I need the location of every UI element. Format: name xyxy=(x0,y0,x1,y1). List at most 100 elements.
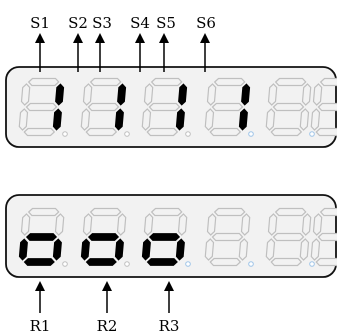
bottom-digit-6-segment-d xyxy=(315,257,337,267)
top-digit-1-segment-c xyxy=(52,108,62,131)
bottom-digit-3-segment-g xyxy=(148,233,181,241)
top-digit-1-decimal-point xyxy=(62,131,68,137)
bottom-digit-4-segment-b xyxy=(240,213,251,236)
bottom-digit-5-segment-f xyxy=(267,213,278,236)
bottom-digit-1-segment-a xyxy=(27,207,60,217)
top-digit-3-segment-f xyxy=(143,83,154,106)
bottom-display-arrows xyxy=(35,281,174,313)
top-digit-4-decimal-point xyxy=(248,131,254,137)
bottom-digit-6-segment-g xyxy=(317,232,337,242)
top-digit-4-segment-d xyxy=(209,127,242,137)
top-digit-1-segment-b xyxy=(55,83,65,106)
bottom-digit-2-segment-g xyxy=(87,233,120,241)
bottom-digit-4-segment-g xyxy=(211,232,244,242)
bottom-digit-1-segment-f xyxy=(20,213,31,236)
top-digit-2-segment-a xyxy=(89,77,122,87)
bottom-digit-4-segment-e xyxy=(204,238,215,261)
top-display-arrows xyxy=(35,33,210,72)
bottom-digit-3-segment-a xyxy=(150,207,183,217)
top-digit-2-segment-f xyxy=(82,83,93,106)
top-digit-5-segment-d xyxy=(270,127,303,137)
top-digit-1-segment-e xyxy=(18,108,29,131)
bottom-digit-3-segment-f xyxy=(143,213,154,236)
top-digit-4-segment-g xyxy=(211,102,244,112)
bottom-digit-6-segment-a xyxy=(319,207,337,217)
bottom-digit-3 xyxy=(141,207,191,267)
bottom-digit-4-segment-f xyxy=(206,213,217,236)
bottom-digit-6-segment-f xyxy=(312,213,323,236)
bottom-digit-4 xyxy=(204,207,254,267)
top-digit-5 xyxy=(265,77,315,137)
top-digit-2-segment-e xyxy=(80,108,91,131)
bottom-digit-2-segment-d xyxy=(85,258,117,266)
bottom-digit-5 xyxy=(265,207,315,267)
bottom-digit-1-segment-c xyxy=(52,238,62,261)
label-s6: S6 xyxy=(196,14,216,32)
top-digit-3-segment-b xyxy=(178,83,188,106)
top-digit-2-segment-d xyxy=(85,127,118,137)
bottom-digit-1-segment-d xyxy=(23,258,55,266)
top-digit-3-segment-d xyxy=(146,127,179,137)
bottom-digit-1-segment-g xyxy=(25,233,58,241)
bottom-digit-1-segment-e xyxy=(18,238,28,261)
bottom-display: R1 R2 R3 xyxy=(5,194,337,335)
top-digit-3 xyxy=(141,77,191,137)
top-digit-3-decimal-point xyxy=(185,131,191,137)
top-digit-6-segment-d xyxy=(315,127,337,137)
label-r1: R1 xyxy=(30,317,51,335)
top-digit-5-segment-e xyxy=(265,108,276,131)
bottom-digit-5-segment-a xyxy=(274,207,307,217)
top-digit-1-segment-g xyxy=(25,102,58,112)
bottom-digit-2-segment-c xyxy=(114,238,124,261)
bottom-digit-1 xyxy=(18,207,68,267)
bottom-digit-3-segment-c xyxy=(175,238,185,261)
top-digit-1-segment-f xyxy=(20,83,31,106)
bottom-digit-2-segment-a xyxy=(89,207,122,217)
bottom-digit-1-segment-b xyxy=(54,213,65,236)
label-s5: S5 xyxy=(156,14,176,32)
top-digit-3-segment-a xyxy=(150,77,183,87)
top-display-digits xyxy=(18,77,337,137)
top-display-labels: S1 S2 S3 S4 S5 S6 xyxy=(30,14,216,32)
top-digit-4-segment-c xyxy=(238,108,248,131)
label-s2: S2 xyxy=(68,14,88,32)
bottom-digit-5-segment-c xyxy=(299,238,310,261)
bottom-digit-5-decimal-point xyxy=(309,261,315,267)
bottom-digit-5-segment-g xyxy=(272,232,305,242)
bottom-digit-3-segment-e xyxy=(141,238,151,261)
bottom-digit-4-segment-a xyxy=(213,207,246,217)
top-digit-1-segment-a xyxy=(27,77,60,87)
top-digit-6-segment-e xyxy=(310,108,321,131)
top-digit-5-segment-a xyxy=(274,77,307,87)
bottom-digit-4-segment-d xyxy=(209,257,242,267)
bottom-digit-2 xyxy=(80,207,130,267)
top-digit-6-segment-f xyxy=(312,83,323,106)
bottom-digit-3-segment-b xyxy=(177,213,188,236)
bottom-digit-2-decimal-point xyxy=(124,261,130,267)
top-digit-2-segment-c xyxy=(114,108,124,131)
top-digit-2-segment-g xyxy=(87,102,120,112)
top-digit-3-segment-g xyxy=(148,102,181,112)
bottom-digit-1-decimal-point xyxy=(62,261,68,267)
bottom-digit-6 xyxy=(310,207,337,267)
bottom-digit-2-segment-b xyxy=(116,213,127,236)
bottom-digit-6-segment-e xyxy=(310,238,321,261)
top-digit-6-segment-a xyxy=(319,77,337,87)
label-s4: S4 xyxy=(130,14,150,32)
top-digit-2-segment-b xyxy=(117,83,127,106)
top-digit-5-segment-g xyxy=(272,102,305,112)
bottom-digit-5-segment-e xyxy=(265,238,276,261)
top-digit-6-segment-g xyxy=(317,102,337,112)
bottom-digit-4-decimal-point xyxy=(248,261,254,267)
top-digit-4-segment-a xyxy=(213,77,246,87)
top-digit-6 xyxy=(310,77,337,137)
top-digit-3-segment-e xyxy=(141,108,152,131)
label-r2: R2 xyxy=(97,317,118,335)
top-digit-4-segment-e xyxy=(204,108,215,131)
bottom-digit-2-segment-f xyxy=(82,213,93,236)
top-digit-4-segment-f xyxy=(206,83,217,106)
bottom-digit-3-segment-d xyxy=(146,258,178,266)
bottom-digit-2-segment-e xyxy=(80,238,90,261)
top-digit-5-decimal-point xyxy=(309,131,315,137)
label-s3: S3 xyxy=(92,14,112,32)
